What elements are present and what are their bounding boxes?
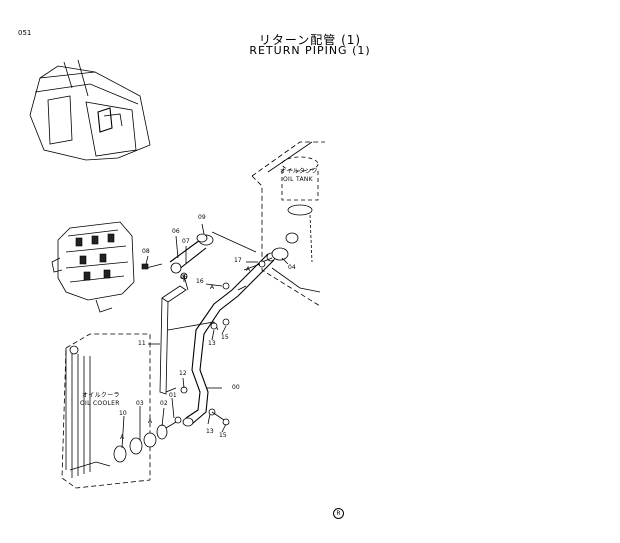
oil-tank-label-jp: オイルタンク: [280, 168, 318, 175]
leader-lines: [121, 223, 289, 449]
part-label-06: 06: [172, 228, 180, 235]
part-label-13-upper: 13: [208, 340, 216, 347]
part-label-01: 01: [169, 392, 177, 399]
oil-cooler-label-en: OIL COOLER: [80, 400, 120, 407]
page-number: 051: [18, 29, 32, 37]
part-label-15-lower: 15: [219, 432, 227, 439]
part-label-A-1: A: [246, 266, 251, 273]
part-label-13-lower: 13: [206, 428, 214, 435]
cooler-fittings: [113, 318, 230, 463]
part-label-04: 04: [288, 264, 296, 271]
control-valve: [51, 221, 135, 313]
part-label-10: 10: [119, 410, 127, 417]
part-label-15-upper: 15: [221, 334, 229, 341]
excavator-thumbnail: [29, 59, 151, 161]
oil-cooler-label-jp: オイルクーラ: [82, 392, 120, 399]
oil-tank-label-en: OIL TANK: [283, 176, 313, 183]
oil-cooler: [61, 333, 151, 489]
part-label-03: 03: [136, 400, 144, 407]
oil-tank: [251, 141, 325, 307]
part-label-07: 07: [182, 238, 190, 245]
part-label-A-3: A: [148, 418, 153, 425]
registered-mark: R: [333, 508, 344, 519]
part-label-12: 12: [179, 370, 187, 377]
part-label-02: 02: [160, 400, 168, 407]
part-label-A-4: A: [120, 434, 125, 441]
part-label-00: 00: [232, 384, 240, 391]
part-label-08: 08: [142, 248, 150, 255]
page-title-en: RETURN PIPING (1): [249, 44, 371, 57]
tank-fittings: [222, 232, 299, 291]
page-title-jp: リターン配管 (1): [258, 33, 362, 47]
part-label-17: 17: [234, 257, 242, 264]
part-label-09: 09: [198, 214, 206, 221]
part-label-16: 16: [196, 278, 204, 285]
hose-assembly: [141, 231, 257, 291]
part-label-A-2: A: [210, 284, 215, 291]
part-label-05: 05: [180, 274, 188, 281]
part-label-11: 11: [138, 340, 146, 347]
